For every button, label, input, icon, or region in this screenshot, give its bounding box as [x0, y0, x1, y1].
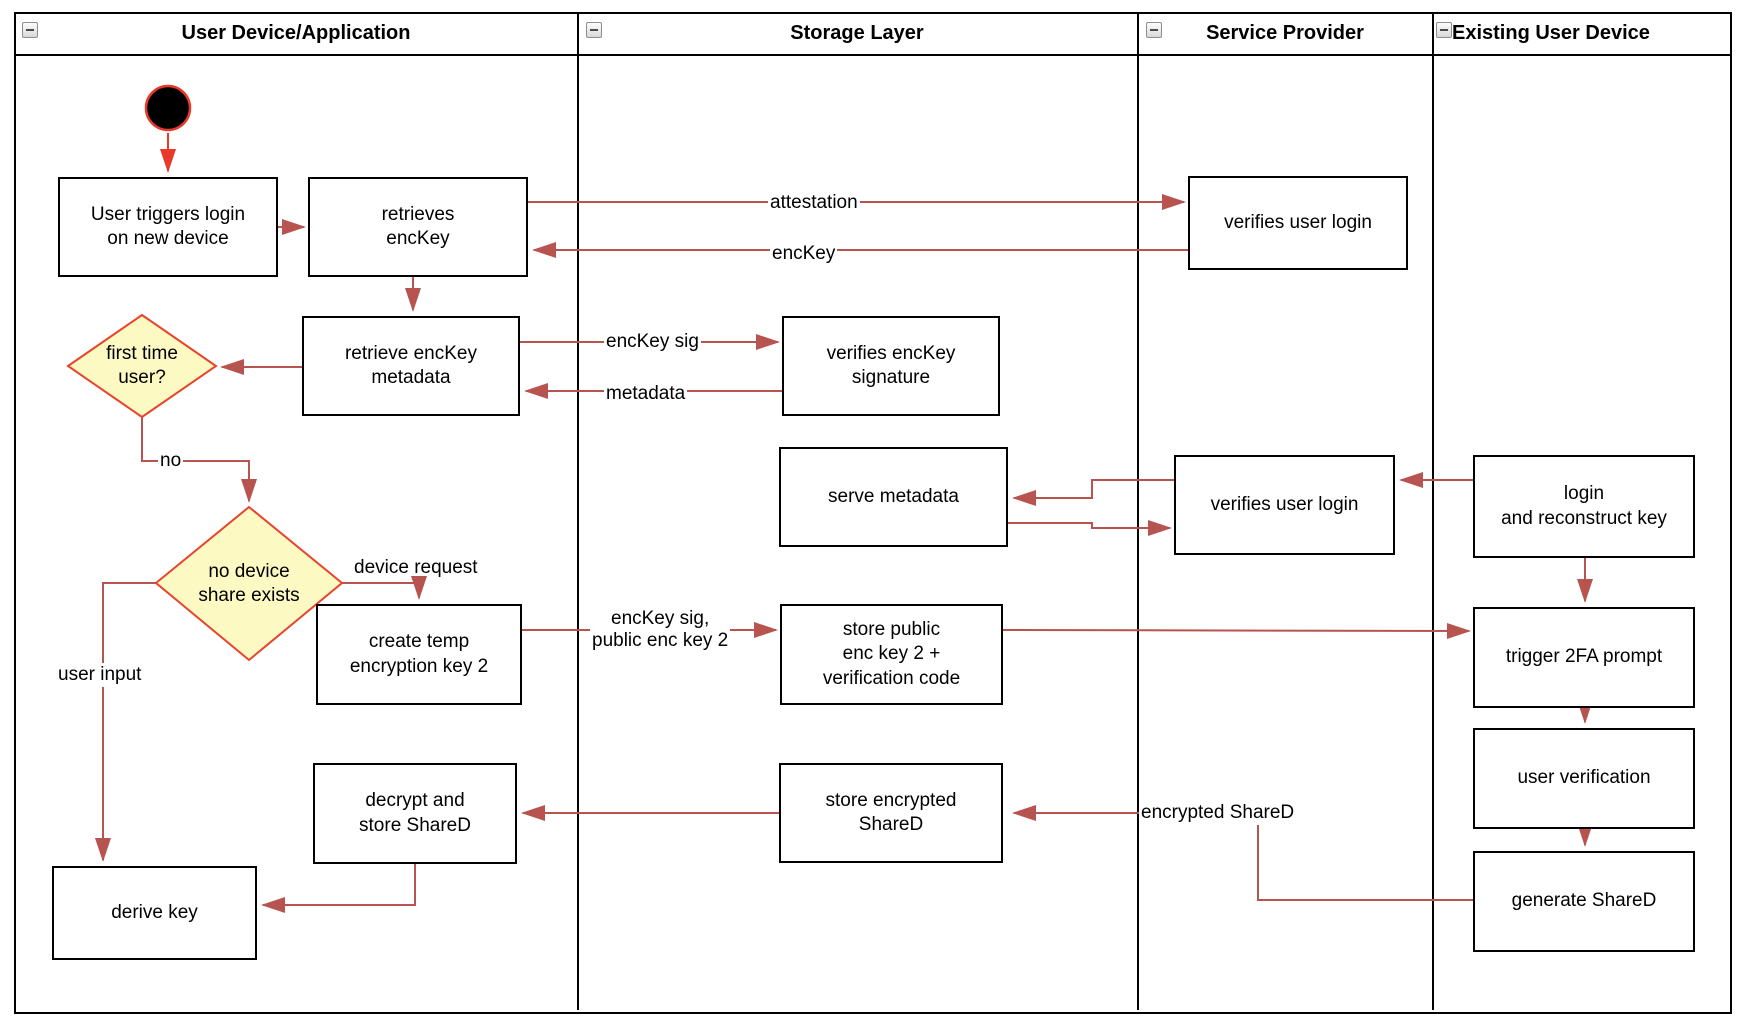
lane-title-service-provider[interactable]: Service Provider	[1206, 21, 1364, 44]
edge-label-enckey-sig-public-enc-key-2: encKey sig, public enc key 2	[590, 606, 731, 654]
diagram-outer-border	[14, 12, 1732, 1014]
activity-generate-shared[interactable]: generate ShareD	[1473, 851, 1695, 952]
collapse-lane-icon[interactable]	[1146, 22, 1162, 38]
activity-verifies-user-login-mid[interactable]: verifies user login	[1174, 455, 1395, 555]
collapse-lane-icon[interactable]	[1436, 22, 1452, 38]
decision-no-device-share-exists[interactable]	[154, 505, 344, 662]
edge-label-enckey-sig: encKey sig	[604, 330, 701, 354]
activity-store-public-enc-key-2[interactable]: store public enc key 2 + verification co…	[780, 604, 1003, 705]
lane-divider-1	[577, 12, 579, 1010]
activity-login-and-reconstruct-key[interactable]: login and reconstruct key	[1473, 455, 1695, 558]
activity-verifies-user-login-top[interactable]: verifies user login	[1188, 176, 1408, 270]
collapse-lane-icon[interactable]	[586, 22, 602, 38]
collapse-lane-icon[interactable]	[22, 22, 38, 38]
activity-retrieve-enckey-metadata[interactable]: retrieve encKey metadata	[302, 316, 520, 416]
activity-derive-key[interactable]: derive key	[52, 866, 257, 960]
lane-title-user-device-application[interactable]: User Device/Application	[181, 21, 411, 44]
edge-label-enckey: encKey	[770, 242, 838, 266]
lane-header-divider	[14, 54, 1730, 56]
lane-title-storage-layer[interactable]: Storage Layer	[790, 21, 924, 44]
edge-label-user-input: user input	[56, 663, 144, 687]
activity-trigger-2fa-prompt[interactable]: trigger 2FA prompt	[1473, 607, 1695, 708]
lane-divider-2	[1137, 12, 1139, 1010]
lane-divider-3	[1432, 12, 1434, 1010]
edge-label-metadata: metadata	[604, 382, 688, 406]
activity-serve-metadata[interactable]: serve metadata	[779, 447, 1008, 547]
activity-user-verification[interactable]: user verification	[1473, 728, 1695, 829]
activity-store-encrypted-shared[interactable]: store encrypted ShareD	[779, 763, 1003, 863]
activity-decrypt-and-store-shared[interactable]: decrypt and store ShareD	[313, 763, 517, 864]
edge-label-encrypted-shared: encrypted ShareD	[1139, 801, 1297, 825]
minus-icon	[26, 29, 34, 31]
activity-verifies-enckey-signature[interactable]: verifies encKey signature	[782, 316, 1000, 416]
edge-label-attestation: attestation	[768, 191, 860, 215]
minus-icon	[1150, 29, 1158, 31]
minus-icon	[590, 29, 598, 31]
activity-create-temp-encryption-key-2[interactable]: create temp encryption key 2	[316, 604, 522, 705]
activity-user-triggers-login[interactable]: User triggers login on new device	[58, 177, 278, 277]
minus-icon	[1440, 29, 1448, 31]
decision-label-first-time-user: first time user?	[106, 343, 178, 388]
decision-label-no-device-share: no device share exists	[198, 561, 300, 606]
start-node[interactable]	[144, 84, 192, 132]
lane-title-existing-user-device[interactable]: Existing User Device	[1452, 21, 1650, 44]
activity-retrieves-enckey[interactable]: retrieves encKey	[308, 177, 528, 277]
edge-label-device-request: device request	[354, 557, 478, 579]
edge-label-no: no	[158, 449, 184, 473]
decision-first-time-user[interactable]	[66, 313, 218, 419]
